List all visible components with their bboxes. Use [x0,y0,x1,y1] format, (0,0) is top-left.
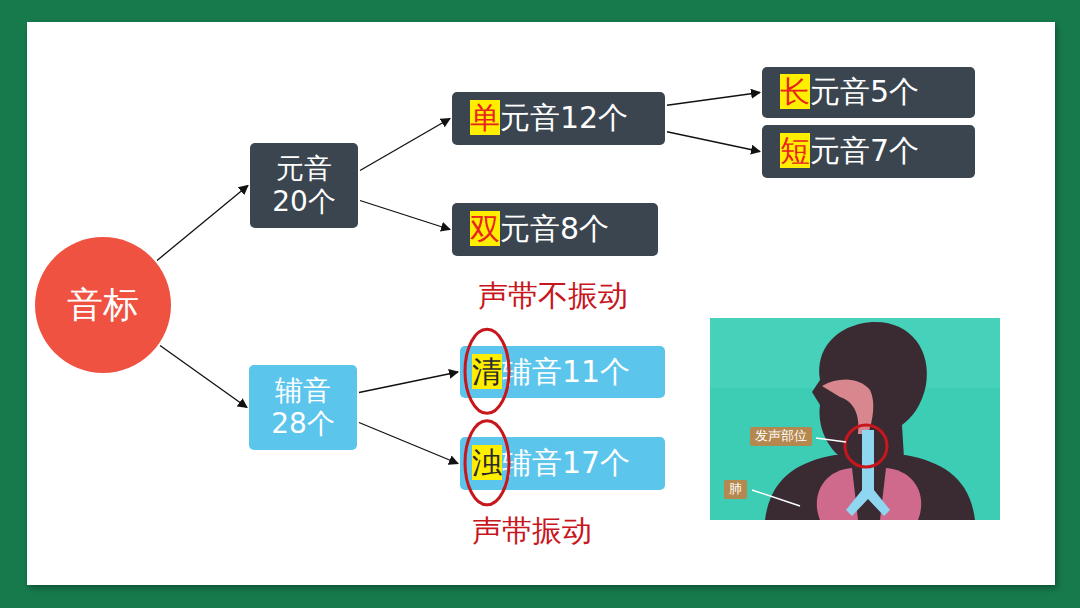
arrow-connector [359,423,458,464]
node-label: 双元音8个 [470,212,609,247]
consonant-box: 清辅音11个 [460,346,665,398]
label-rest: 元音8个 [500,211,609,246]
consonant-box: 浊辅音17个 [460,437,665,490]
leader-line [752,490,800,506]
label-rest: 元音5个 [810,74,919,109]
arrow-connector [359,372,458,393]
vowel-box: 单元音12个 [452,92,665,145]
trachea [846,430,890,516]
highlight-char: 单 [470,100,500,135]
highlight-char: 双 [470,211,500,246]
arrow-connector [667,132,760,152]
larynx-ring [845,425,887,467]
category-box: 元音 20个 [250,143,358,228]
arrow-connector [360,201,450,230]
highlight-char: 短 [780,133,810,168]
illustration-ground [710,318,1000,520]
category-box: 辅音 28个 [249,365,357,450]
illustration-tag: 肺 [724,480,747,499]
arrow-connector [360,119,450,171]
vowel-box: 短元音7个 [762,125,975,178]
node-label: 清辅音11个 [472,355,630,390]
node-label: 单元音12个 [470,101,628,136]
vowel-box: 双元音8个 [452,203,658,256]
node-label: 音标 [67,284,139,325]
label-rest: 元音12个 [500,100,628,135]
highlight-ring [465,421,509,505]
highlight-ring [465,329,509,413]
node-label: 短元音7个 [780,134,919,169]
arrow-connector [160,346,247,408]
root-circle: 音标 [35,237,171,373]
annotation-text: 声带振动 [472,514,592,549]
label-rest: 辅音17个 [502,445,630,480]
node-label: 辅音 28个 [267,375,339,439]
annotation-text: 声带不振动 [478,279,628,314]
arrow-connector [157,186,248,261]
highlight-char: 长 [780,74,810,109]
label-rest: 辅音11个 [502,354,630,389]
leader-line [816,438,846,442]
highlight-char: 浊 [472,445,502,480]
label-rest: 元音7个 [810,133,919,168]
arrow-connector [667,93,760,106]
node-label: 元音 20个 [268,153,340,217]
illustration-tag: 发声部位 [750,427,812,446]
highlight-char: 清 [472,354,502,389]
vowel-box: 长元音5个 [762,67,975,118]
node-label: 浊辅音17个 [472,446,630,481]
node-label: 长元音5个 [780,75,919,110]
